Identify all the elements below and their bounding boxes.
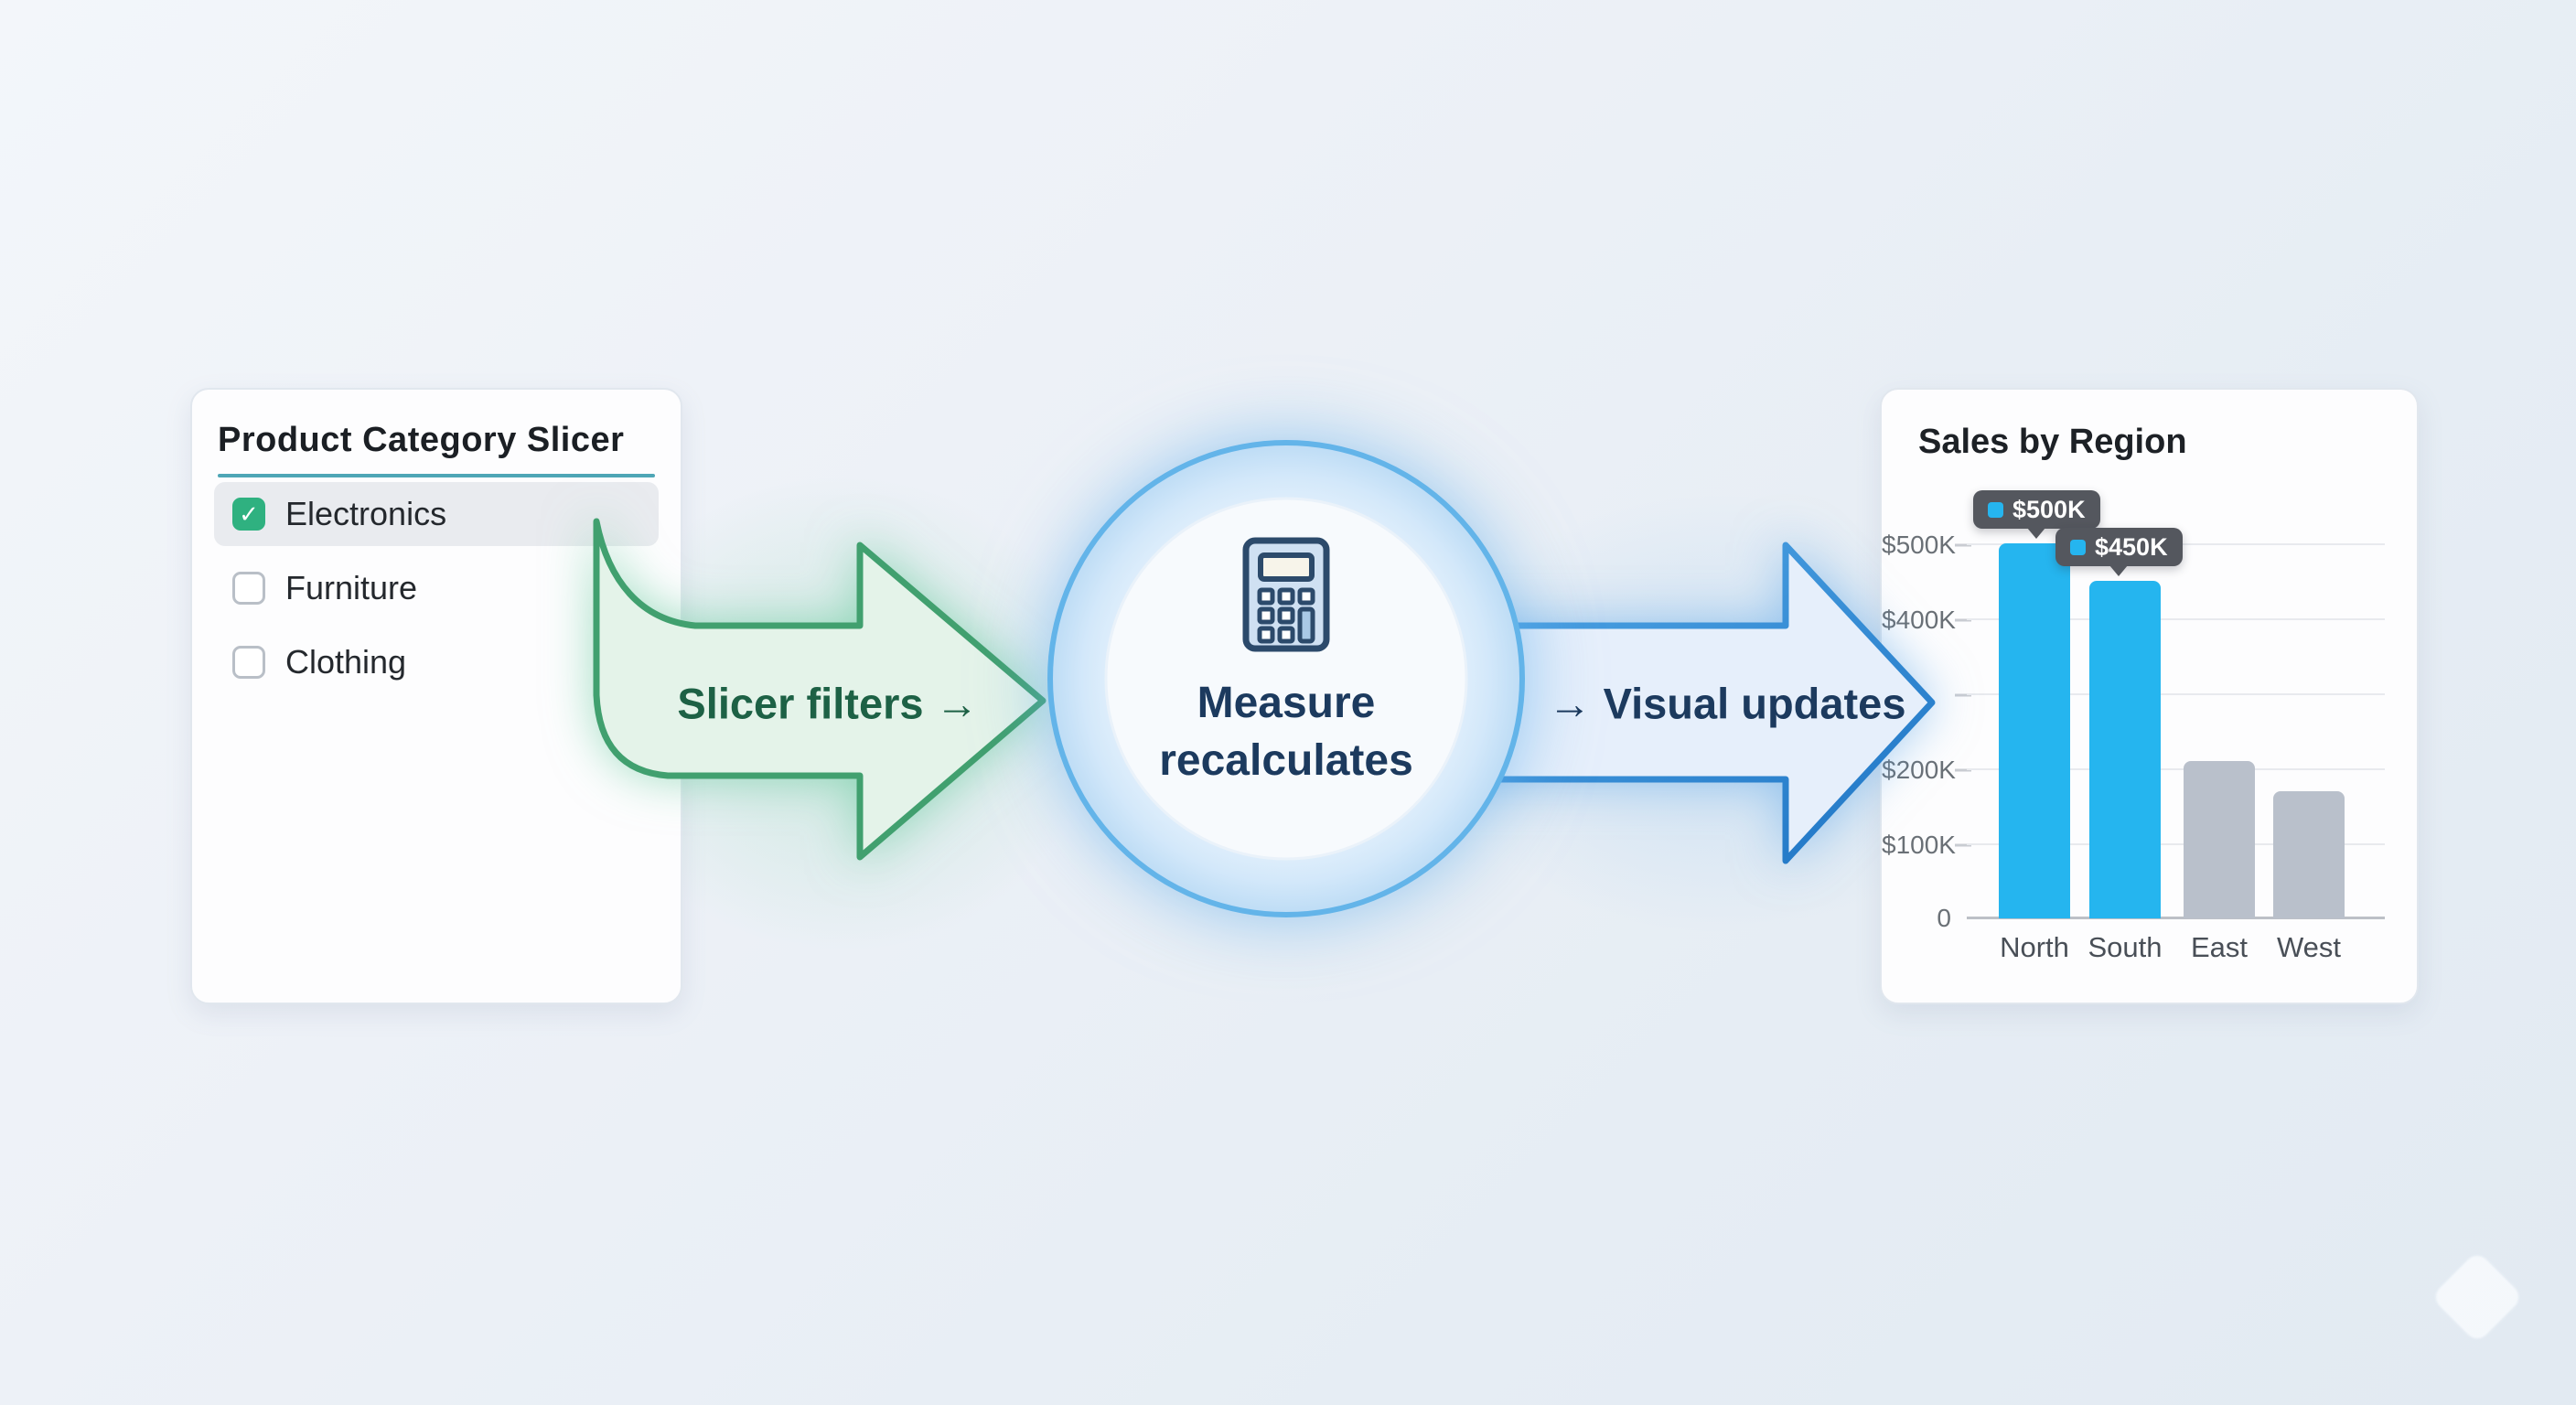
y-axis-label: $200K [1882, 756, 1956, 784]
measure-label: Measure recalculates [1159, 674, 1413, 789]
x-axis-label-south: South [2088, 931, 2163, 963]
tooltip-north: $500K [1973, 490, 2100, 539]
y-axis-label: $500K [1882, 531, 1956, 559]
chart-panel: Sales by Region $500K $400K $200K $100K … [1880, 388, 2419, 1004]
tooltip-value: $450K [2095, 532, 2168, 561]
x-axis-label-north: North [2000, 931, 2069, 963]
green-arrow [593, 518, 1046, 861]
blue-arrow-label: → Visual updates [1548, 679, 1906, 728]
y-axis-tick [1955, 843, 1971, 847]
x-axis-line [1967, 917, 2385, 919]
x-axis-label-west: West [2276, 931, 2342, 963]
y-axis-tick [1955, 693, 1971, 697]
tooltip-marker-icon [2070, 539, 2086, 555]
gridline [1967, 843, 2385, 845]
slicer-item-label: Clothing [285, 643, 407, 681]
y-axis-label: 0 [1937, 904, 1951, 932]
x-axis-label-east: East [2190, 931, 2249, 963]
y-axis-label: $400K [1882, 606, 1956, 634]
chart-title: Sales by Region [1918, 423, 2187, 461]
measure-label-line2: recalculates [1159, 736, 1413, 785]
plot-area [1967, 390, 2385, 919]
tooltip-value: $500K [2012, 495, 2086, 523]
checkbox-clothing[interactable]: ✓ [232, 646, 265, 679]
gridline [1967, 618, 2385, 620]
measure-circle-inner [1104, 497, 1468, 861]
tooltip-marker-icon [1988, 501, 2003, 518]
slicer-item-electronics[interactable]: ✓ Electronics [214, 482, 659, 546]
slicer-title: Product Category Slicer [218, 421, 625, 459]
bar-south [2089, 581, 2161, 918]
green-arrow-label: Slicer filters → [677, 679, 979, 728]
gridline [1967, 768, 2385, 770]
gridline [1967, 693, 2385, 695]
bar-west [2273, 791, 2345, 918]
calculator-icon [1242, 537, 1330, 652]
measure-label-line1: Measure [1197, 679, 1376, 727]
bar-east [2184, 761, 2255, 918]
bar-north [1999, 543, 2070, 918]
tooltip-south: $450K [2055, 528, 2183, 576]
checkbox-electronics[interactable]: ✓ [232, 498, 265, 531]
slicer-title-underline [218, 474, 655, 477]
slicer-item-label: Furniture [285, 569, 418, 606]
checkbox-furniture[interactable]: ✓ [232, 572, 265, 605]
slicer-item-furniture[interactable]: ✓ Furniture [214, 556, 659, 620]
y-axis-label: $100K [1882, 831, 1956, 859]
measure-circle [1047, 440, 1525, 917]
check-icon: ✓ [239, 500, 259, 528]
tooltip-pointer [2109, 565, 2129, 576]
tooltip-pointer [2027, 528, 2046, 539]
y-axis-tick [1955, 543, 1971, 547]
slicer-item-label: Electronics [285, 495, 447, 532]
y-axis-tick [1955, 618, 1971, 622]
y-axis-tick [1955, 768, 1971, 772]
slicer-item-clothing[interactable]: ✓ Clothing [214, 630, 659, 694]
